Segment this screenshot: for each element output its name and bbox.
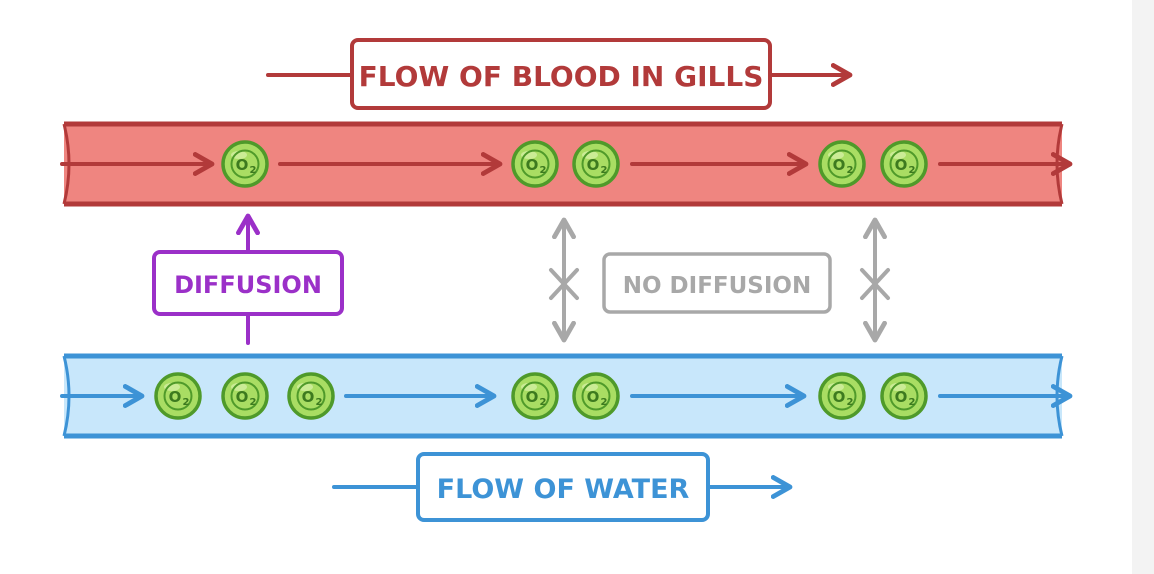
- water-oxygen-molecule: O 2: [221, 372, 269, 420]
- blood-flow-title: FLOW OF BLOOD IN GILLS: [266, 38, 853, 110]
- water-oxygen-molecule: O 2: [154, 372, 202, 420]
- oxygen-subscript: 2: [540, 397, 547, 408]
- oxygen-label: O: [236, 388, 249, 406]
- oxygen-subscript: 2: [316, 397, 323, 408]
- oxygen-label: O: [895, 388, 908, 406]
- water-oxygen-molecule: O 2: [572, 372, 620, 420]
- diffusion-indicator: DIFFUSION: [152, 213, 344, 345]
- oxygen-label: O: [587, 156, 600, 174]
- oxygen-label: O: [833, 388, 846, 406]
- water-oxygen-molecule: O 2: [511, 372, 559, 420]
- oxygen-label: O: [833, 156, 846, 174]
- no-diffusion-label: NO DIFFUSION: [623, 273, 811, 299]
- page-edge-strip: [1132, 0, 1154, 574]
- oxygen-label: O: [302, 388, 315, 406]
- blood-oxygen-molecule: O 2: [880, 140, 928, 188]
- oxygen-subscript: 2: [250, 397, 257, 408]
- blood-flow-title-text: FLOW OF BLOOD IN GILLS: [359, 60, 764, 93]
- oxygen-subscript: 2: [847, 165, 854, 176]
- water-oxygen-molecule: O 2: [287, 372, 335, 420]
- blood-oxygen-molecule: O 2: [221, 140, 269, 188]
- oxygen-subscript: 2: [601, 397, 608, 408]
- blood-oxygen-molecule: O 2: [818, 140, 866, 188]
- oxygen-subscript: 2: [183, 397, 190, 408]
- oxygen-subscript: 2: [909, 165, 916, 176]
- oxygen-label: O: [526, 156, 539, 174]
- oxygen-subscript: 2: [847, 397, 854, 408]
- water-oxygen-molecule: O 2: [818, 372, 866, 420]
- oxygen-label: O: [587, 388, 600, 406]
- oxygen-label: O: [236, 156, 249, 174]
- blood-oxygen-molecule: O 2: [511, 140, 559, 188]
- no-diffusion-indicator: NO DIFFUSION: [549, 217, 890, 343]
- oxygen-label: O: [526, 388, 539, 406]
- diffusion-label: DIFFUSION: [174, 271, 322, 299]
- oxygen-subscript: 2: [250, 165, 257, 176]
- oxygen-subscript: 2: [540, 165, 547, 176]
- oxygen-label: O: [169, 388, 182, 406]
- oxygen-label: O: [895, 156, 908, 174]
- water-flow-title: FLOW OF WATER: [332, 452, 793, 522]
- oxygen-subscript: 2: [909, 397, 916, 408]
- blood-oxygen-molecule: O 2: [572, 140, 620, 188]
- water-flow-title-text: FLOW OF WATER: [437, 474, 690, 505]
- oxygen-subscript: 2: [601, 165, 608, 176]
- water-oxygen-molecule: O 2: [880, 372, 928, 420]
